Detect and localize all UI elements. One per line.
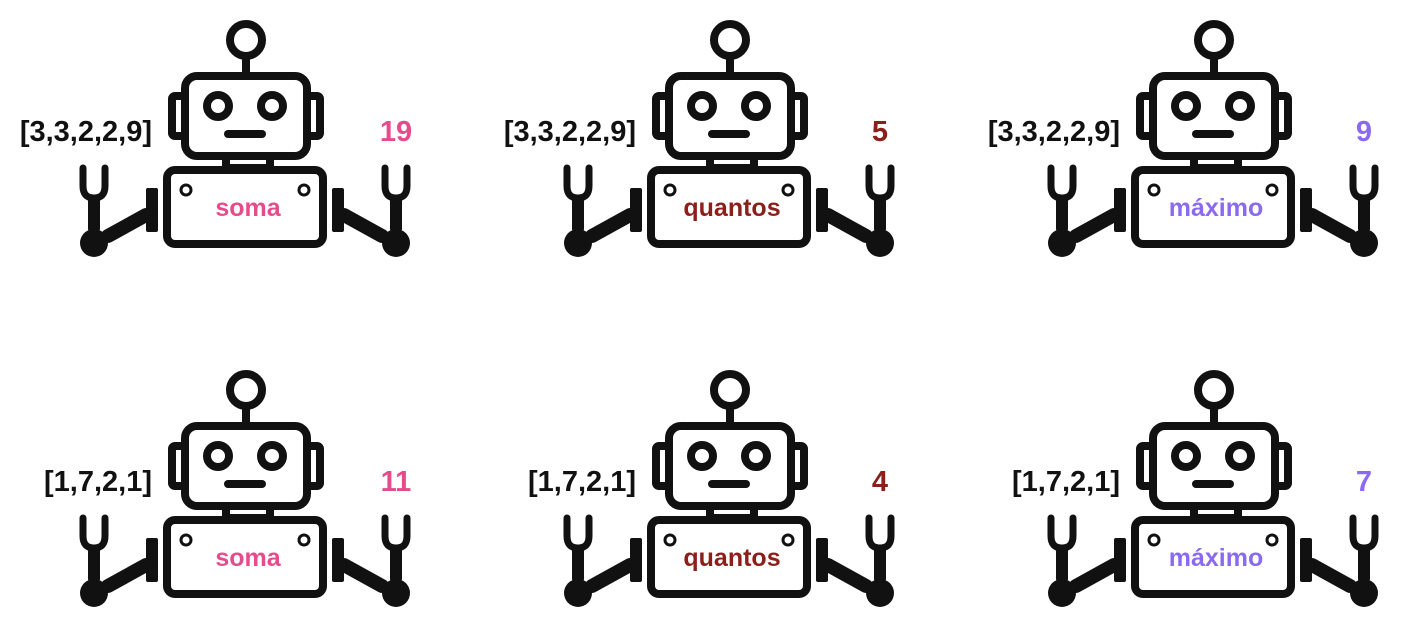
robot-ear-left xyxy=(652,92,673,140)
robot-eye-left xyxy=(1171,441,1201,471)
robot-input-list: [1,7,2,1] xyxy=(44,466,152,498)
robot-function-name: máximo xyxy=(1168,194,1264,222)
robot-card-5: [1,7,2,1] 4 quantos xyxy=(484,360,904,620)
robot-arm-left xyxy=(585,208,637,243)
robot-gripper-right xyxy=(381,164,411,202)
robot-output-value: 19 xyxy=(379,116,413,148)
robot-head xyxy=(1149,422,1279,510)
robot-body xyxy=(163,516,327,598)
robot-output-value: 11 xyxy=(380,466,412,498)
robot-arm-left xyxy=(101,208,153,243)
robot-ear-left xyxy=(1136,92,1157,140)
robot-output-value: 5 xyxy=(871,116,889,148)
robot-ear-left xyxy=(168,92,189,140)
robot-input-list: [3,3,2,2,9] xyxy=(987,116,1120,148)
robot-eye-left xyxy=(203,441,233,471)
antenna-ball xyxy=(710,370,750,410)
robot-gripper-left xyxy=(1047,514,1077,552)
robot-head xyxy=(1149,72,1279,160)
robot-ear-right xyxy=(1271,442,1292,490)
robot-eye-right xyxy=(741,91,771,121)
robot-body xyxy=(163,166,327,248)
robot-gripper-left xyxy=(563,514,593,552)
robot-gripper-right xyxy=(381,514,411,552)
robot-card-4: [1,7,2,1] 11 soma xyxy=(0,360,420,620)
robot-body xyxy=(1131,516,1295,598)
robot-output-value: 9 xyxy=(1355,116,1373,148)
robot-gripper-left xyxy=(79,514,109,552)
robot-eye-right xyxy=(257,441,287,471)
robot-output-value: 4 xyxy=(871,466,889,498)
robot-input-list: [1,7,2,1] xyxy=(528,466,636,498)
robot-function-name: soma xyxy=(215,194,281,222)
robot-head xyxy=(665,422,795,510)
robot-ear-right xyxy=(303,442,324,490)
antenna-ball xyxy=(226,370,266,410)
robot-gripper-left xyxy=(1047,164,1077,202)
robot-ear-left xyxy=(1136,442,1157,490)
robot-arm-left xyxy=(1069,208,1121,243)
robot-head xyxy=(665,72,795,160)
robot-input-list: [1,7,2,1] xyxy=(1012,466,1120,498)
robot-eye-left xyxy=(687,91,717,121)
robot-arm-right xyxy=(821,208,873,243)
robot-input-list: [3,3,2,2,9] xyxy=(503,116,636,148)
robot-head xyxy=(181,422,311,510)
robot-ear-right xyxy=(1271,92,1292,140)
robot-function-name: máximo xyxy=(1168,544,1264,572)
robot-eye-left xyxy=(687,441,717,471)
robot-arm-right xyxy=(821,558,873,593)
robot-output-value: 7 xyxy=(1355,466,1373,498)
robot-gripper-right xyxy=(1349,164,1379,202)
robot-arm-left xyxy=(101,558,153,593)
robot-ear-right xyxy=(787,442,808,490)
antenna-ball xyxy=(710,20,750,60)
robot-eye-right xyxy=(741,441,771,471)
robot-function-name: soma xyxy=(215,544,281,572)
robot-ear-left xyxy=(168,442,189,490)
robot-eye-right xyxy=(1225,91,1255,121)
robot-arm-left xyxy=(1069,558,1121,593)
robot-ear-right xyxy=(787,92,808,140)
robot-eye-left xyxy=(1171,91,1201,121)
robot-card-3: [3,3,2,2,9] 9 máximo xyxy=(968,10,1388,270)
robot-arm-right xyxy=(1305,558,1357,593)
robot-gripper-right xyxy=(865,164,895,202)
antenna-ball xyxy=(1194,370,1234,410)
robot-arm-right xyxy=(1305,208,1357,243)
robot-arm-left xyxy=(585,558,637,593)
robot-gripper-right xyxy=(865,514,895,552)
robot-function-name: quantos xyxy=(683,194,781,222)
antenna-ball xyxy=(226,20,266,60)
robot-body xyxy=(647,166,811,248)
robot-eye-left xyxy=(203,91,233,121)
robot-body xyxy=(647,516,811,598)
robot-body xyxy=(1131,166,1295,248)
robot-head xyxy=(181,72,311,160)
robot-input-list: [3,3,2,2,9] xyxy=(19,116,152,148)
robot-gripper-right xyxy=(1349,514,1379,552)
robot-arm-right xyxy=(337,558,389,593)
robot-card-2: [3,3,2,2,9] 5 quantos xyxy=(484,10,904,270)
robot-arm-right xyxy=(337,208,389,243)
robot-eye-right xyxy=(1225,441,1255,471)
antenna-ball xyxy=(1194,20,1234,60)
robot-ear-right xyxy=(303,92,324,140)
robot-function-name: quantos xyxy=(683,544,781,572)
robot-ear-left xyxy=(652,442,673,490)
robot-card-1: [3,3,2,2,9] 19 soma xyxy=(0,10,420,270)
robot-card-6: [1,7,2,1] 7 máximo xyxy=(968,360,1388,620)
robot-gripper-left xyxy=(79,164,109,202)
robot-eye-right xyxy=(257,91,287,121)
robot-gripper-left xyxy=(563,164,593,202)
